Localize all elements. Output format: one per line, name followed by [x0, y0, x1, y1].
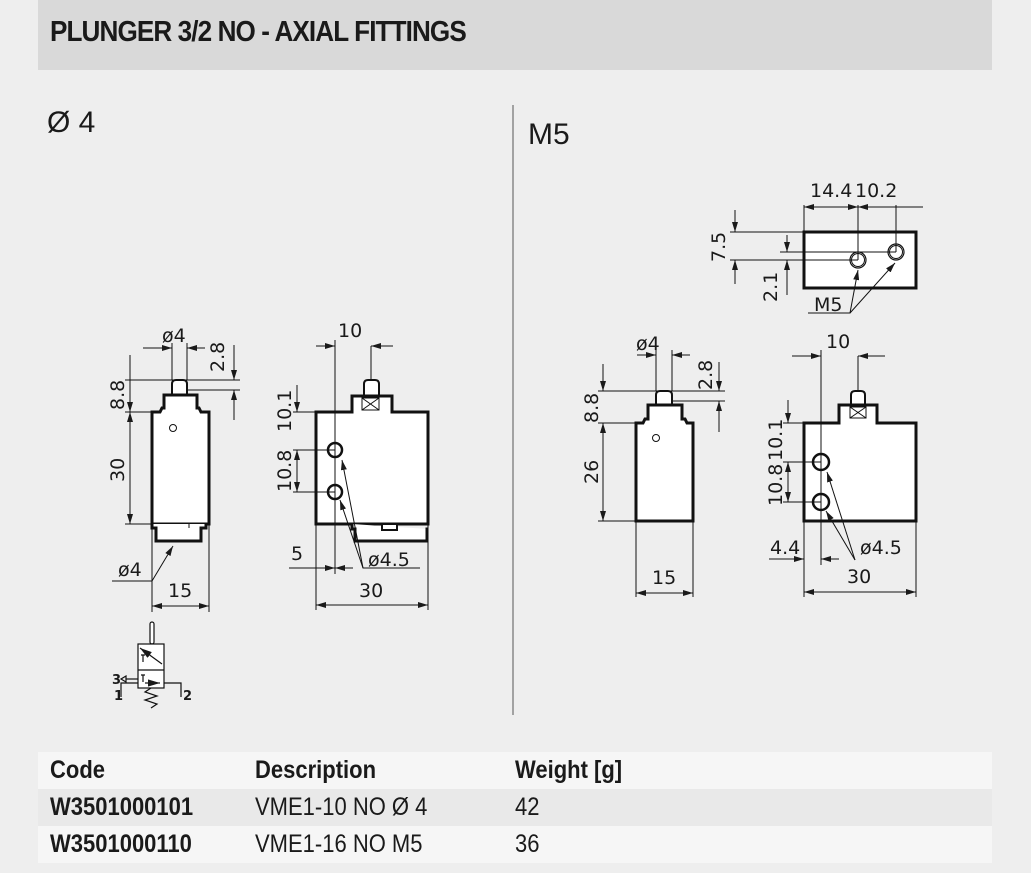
table-row: W3501000110 VME1-16 NO M5 36 [38, 826, 992, 863]
dim-label: 8.8 [107, 380, 129, 410]
cell-description: VME1-16 NO M5 [255, 830, 423, 858]
dim-label: 14.4 [810, 180, 852, 202]
col-header-description: Description [255, 756, 377, 784]
dim-label: 2.8 [207, 342, 229, 372]
port-label-1: 1 [114, 689, 123, 704]
dim-label: 5 [291, 543, 303, 565]
dim-label: 30 [847, 566, 871, 588]
dim-label: 26 [581, 460, 603, 484]
cell-code: W3501000110 [50, 830, 192, 858]
cell-weight: 42 [515, 793, 540, 821]
m5-front-view [802, 390, 918, 523]
m5-side-view [634, 390, 695, 523]
title-band: PLUNGER 3/2 NO - AXIAL FITTINGS [38, 0, 992, 70]
section-label-m5: M5 [528, 118, 570, 151]
port-label-2: 2 [183, 689, 192, 704]
dim-label: 10 [826, 331, 850, 353]
col-header-code: Code [50, 756, 105, 784]
cell-description: VME1-10 NO Ø 4 [255, 793, 428, 821]
dim-label: 10.2 [855, 180, 897, 202]
dim-label: 10.8 [765, 464, 787, 506]
dim-label: 10 [338, 320, 362, 342]
dim-label: 4.4 [770, 537, 800, 559]
dim-label: 7.5 [708, 232, 730, 262]
cell-code: W3501000101 [50, 793, 194, 821]
d4-side-view [150, 379, 211, 543]
table-header: Code Description Weight [g] [38, 752, 992, 789]
dim-label: 2.8 [695, 360, 717, 390]
dim-label: ø4 [118, 559, 142, 581]
d4-side-dims [112, 343, 240, 612]
product-table: Code Description Weight [g] W3501000101 … [38, 752, 992, 863]
dim-label: 10.8 [274, 450, 296, 492]
d4-front-dims [289, 340, 429, 610]
dim-label: 10.1 [765, 419, 787, 461]
dim-label: 30 [359, 580, 383, 602]
dim-label: M5 [814, 294, 842, 316]
valve-symbol [119, 621, 182, 709]
m5-front-dims [769, 350, 917, 597]
d4-front-view [314, 379, 430, 543]
section-label-d4: Ø 4 [47, 106, 96, 139]
dim-label: ø4.5 [860, 537, 902, 559]
page-title: PLUNGER 3/2 NO - AXIAL FITTINGS [50, 16, 467, 48]
dim-label: 30 [107, 458, 129, 482]
dim-label: 15 [168, 580, 192, 602]
dim-label: 8.8 [581, 393, 603, 423]
table-row: W3501000101 VME1-10 NO Ø 4 42 [38, 789, 992, 826]
dim-label: 2.1 [760, 272, 782, 302]
m5-top-dims [730, 204, 923, 314]
dim-label: ø4.5 [368, 549, 410, 571]
dim-label: ø4 [162, 325, 186, 347]
m5-side-dims [598, 350, 725, 597]
technical-drawings: ø4 2.8 8.8 30 ø4 15 10 10.1 10.8 5 ø4.5 … [107, 105, 923, 715]
dim-label: 15 [652, 567, 676, 589]
cell-weight: 36 [515, 830, 540, 858]
dim-label: 10.1 [274, 390, 296, 432]
dim-label: ø4 [636, 333, 660, 355]
col-header-weight: Weight [g] [515, 756, 623, 784]
port-label-3: 3 [112, 673, 121, 688]
